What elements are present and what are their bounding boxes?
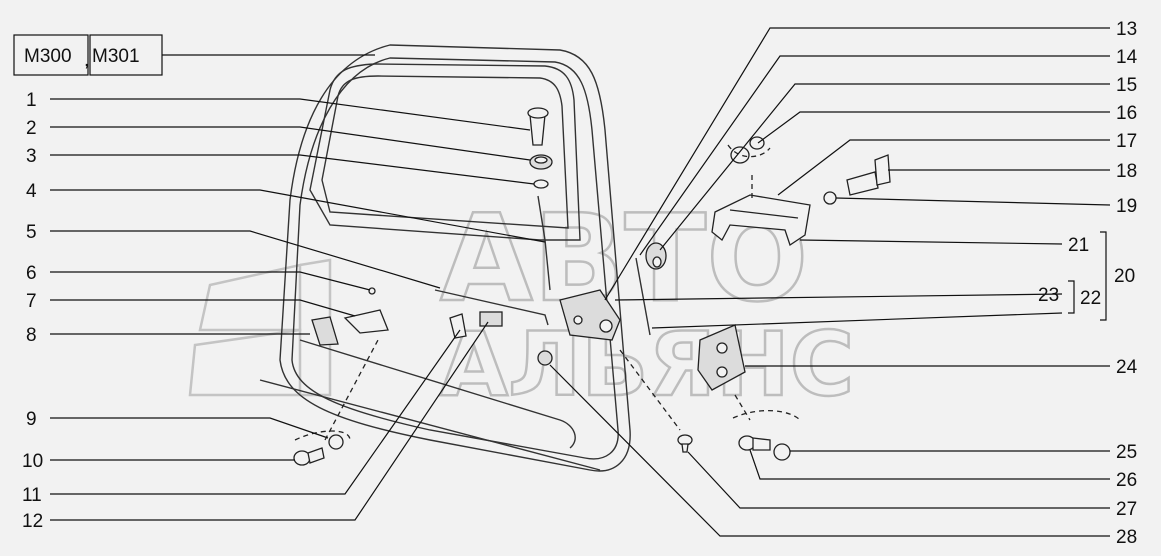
callout-2: 2 bbox=[26, 118, 37, 139]
assembly-lines bbox=[294, 144, 801, 441]
model-separator: , bbox=[84, 50, 89, 71]
callout-14: 14 bbox=[1116, 47, 1138, 68]
callout-3: 3 bbox=[26, 146, 37, 167]
watermark-logo bbox=[188, 258, 332, 397]
part-5-rod bbox=[434, 289, 549, 326]
callout-18: 18 bbox=[1116, 161, 1137, 182]
model-labels: М300 М301 , bbox=[13, 34, 375, 76]
model-label-1: М300 bbox=[24, 46, 72, 67]
callout-19: 19 bbox=[1116, 196, 1137, 217]
model-label-2: М301 bbox=[92, 46, 140, 67]
callout-17: 17 bbox=[1116, 131, 1137, 152]
callout-10: 10 bbox=[22, 451, 43, 472]
callout-6: 6 bbox=[26, 263, 37, 284]
part-19-washer bbox=[823, 191, 837, 205]
callout-21: 21 bbox=[1068, 235, 1089, 256]
callout-4: 4 bbox=[26, 181, 37, 202]
part-24-striker bbox=[697, 324, 746, 391]
part-14-rod bbox=[635, 257, 651, 336]
part-7-inner-handle bbox=[343, 309, 389, 334]
part-10-screw bbox=[293, 447, 325, 466]
callout-5: 5 bbox=[26, 222, 37, 243]
callout-12: 12 bbox=[22, 511, 43, 532]
leader-lines bbox=[50, 27, 1111, 537]
callout-1: 1 bbox=[26, 90, 37, 111]
callout-23: 23 bbox=[1038, 285, 1059, 306]
part-3-washer bbox=[533, 179, 549, 189]
callout-26: 26 bbox=[1116, 470, 1137, 491]
callout-15: 15 bbox=[1116, 75, 1137, 96]
callout-numbers-left: 1 2 3 4 5 6 7 8 9 10 11 12 bbox=[22, 90, 43, 532]
callout-9: 9 bbox=[26, 409, 37, 430]
part-18-lock-cylinder bbox=[846, 154, 891, 196]
part-4-rod bbox=[537, 195, 551, 291]
part-11-12-lock-parts bbox=[449, 311, 503, 339]
part-9-washer bbox=[328, 434, 344, 450]
callout-11: 11 bbox=[22, 485, 42, 506]
callout-numbers-right: 13 14 15 16 17 18 19 20 21 22 23 24 25 2… bbox=[1038, 19, 1138, 548]
door-panel bbox=[259, 44, 631, 472]
part-28-plug bbox=[537, 350, 553, 366]
part-1-knob bbox=[527, 107, 549, 146]
callout-28: 28 bbox=[1116, 527, 1137, 548]
part-8-escutcheon bbox=[311, 316, 339, 346]
part-27-screw bbox=[677, 434, 693, 453]
part-25-lock-washer bbox=[773, 443, 791, 461]
callout-25: 25 bbox=[1116, 442, 1137, 463]
callout-8: 8 bbox=[26, 325, 37, 346]
part-13-latch-lock bbox=[559, 289, 621, 341]
callout-13: 13 bbox=[1116, 19, 1137, 40]
callout-27: 27 bbox=[1116, 499, 1137, 520]
callout-20: 20 bbox=[1114, 266, 1135, 287]
callout-22: 22 bbox=[1080, 288, 1101, 309]
part-2-bushing bbox=[529, 154, 553, 170]
callout-24: 24 bbox=[1116, 357, 1138, 378]
part-16-nuts bbox=[730, 136, 765, 164]
watermark-line-2: АЛЬЯНС bbox=[440, 313, 854, 416]
callout-16: 16 bbox=[1116, 103, 1137, 124]
model-box-1 bbox=[13, 34, 89, 76]
part-26-bolt bbox=[738, 435, 771, 451]
callout-7: 7 bbox=[26, 291, 37, 312]
part-6-clip bbox=[368, 287, 376, 295]
part-17-21-outer-handle bbox=[711, 194, 811, 247]
